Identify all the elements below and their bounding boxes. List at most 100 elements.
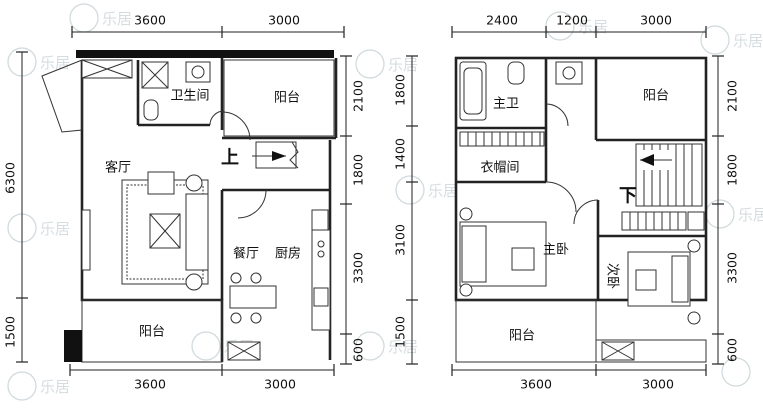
bedside-lamp xyxy=(459,207,473,221)
dim-label: 600 xyxy=(725,338,740,362)
wash-basin xyxy=(185,61,211,83)
stair-label-up: 上 xyxy=(221,148,239,169)
left-bottom-dimensions: 3600 3000 xyxy=(69,364,335,392)
left-floor-plan: 3600 3000 3600 3000 6300 1500 xyxy=(3,13,366,392)
bedside-lamp xyxy=(459,283,473,297)
right-bottom-dimensions: 3600 3000 xyxy=(451,364,707,392)
room-label-balcony-bottom: 阳台 xyxy=(139,325,165,340)
svg-text:乐居: 乐居 xyxy=(738,206,763,224)
leju-watermark-logo: 乐居 xyxy=(7,213,70,243)
leju-watermark-logo: 乐居 xyxy=(700,25,763,55)
dim-label: 3600 xyxy=(134,13,166,28)
column-block xyxy=(64,330,82,362)
room-label-balcony-bottom-right: 阳台 xyxy=(509,329,535,344)
door-swing xyxy=(221,111,251,141)
balcony-top-left xyxy=(223,59,335,137)
svg-text:乐居: 乐居 xyxy=(388,338,418,356)
top-wall xyxy=(76,50,334,58)
armchair xyxy=(147,171,175,195)
room-label-balcony-top: 阳台 xyxy=(274,91,300,106)
left-side-dimensions: 6300 1500 xyxy=(3,51,28,363)
room-label-living: 客厅 xyxy=(105,160,131,176)
stair-label-down: 下 xyxy=(619,186,637,207)
dim-label: 1200 xyxy=(556,13,588,28)
bedside-lamp xyxy=(687,311,701,325)
dim-label: 1400 xyxy=(393,138,408,170)
door-swing xyxy=(237,189,267,219)
door-swing xyxy=(545,103,569,127)
master-bedroom-furniture xyxy=(459,207,547,297)
bedside-lamp xyxy=(687,239,701,253)
door-swing xyxy=(209,110,225,126)
dim-label: 1800 xyxy=(393,74,408,106)
room-label-kitchen: 厨房 xyxy=(275,246,301,262)
dim-label: 3000 xyxy=(640,13,672,28)
dim-label: 3000 xyxy=(642,377,674,392)
bathtub xyxy=(459,61,487,121)
left-right-dimensions: 2100 1800 3300 600 xyxy=(340,55,366,365)
dim-label: 1800 xyxy=(351,154,366,186)
second-bedroom-furniture xyxy=(627,239,701,325)
svg-text:乐居: 乐居 xyxy=(428,182,458,200)
toilet-icon xyxy=(143,99,159,121)
floor-lamp xyxy=(185,273,203,291)
living-room-furniture xyxy=(81,171,209,291)
closet-shelves xyxy=(459,131,545,147)
floor-lamp xyxy=(185,174,203,192)
dim-label: 1500 xyxy=(393,316,408,348)
leju-watermark-logo: 乐居 xyxy=(355,49,418,79)
left-top-dimensions: 3600 3000 xyxy=(71,13,345,38)
room-label-master-bath: 主卫 xyxy=(493,97,519,112)
dim-label: 3300 xyxy=(351,252,366,284)
stair-up-arrow xyxy=(252,141,299,169)
master-bath-fixtures xyxy=(459,61,583,121)
dim-label: 3100 xyxy=(393,224,408,256)
tv-cabinet xyxy=(81,209,91,271)
dining-furniture xyxy=(229,272,277,324)
toilet-icon xyxy=(507,61,525,85)
kitchen-counter xyxy=(311,229,331,331)
dim-label: 1500 xyxy=(3,316,18,348)
sofa xyxy=(185,193,209,271)
dim-label: 2100 xyxy=(351,80,366,112)
leju-watermark-logo: 乐居 xyxy=(355,331,418,361)
right-left-dimensions: 1800 1400 3100 1500 xyxy=(393,55,418,365)
svg-text:乐居: 乐居 xyxy=(388,56,418,74)
door-swing xyxy=(573,199,599,225)
bathroom-fixtures xyxy=(141,61,211,121)
svg-text:乐居: 乐居 xyxy=(40,54,70,72)
dim-label: 1800 xyxy=(725,154,740,186)
right-walls xyxy=(454,56,708,363)
room-label-bathroom: 卫生间 xyxy=(170,89,209,104)
dim-label: 6300 xyxy=(3,162,18,194)
wash-basin xyxy=(555,61,583,85)
leju-watermark-logo: 乐居 xyxy=(7,371,70,401)
staircase xyxy=(621,143,705,231)
dim-label: 3000 xyxy=(268,13,300,28)
dim-label: 3600 xyxy=(520,377,552,392)
dim-label: 3000 xyxy=(264,377,296,392)
dim-label: 2100 xyxy=(725,80,740,112)
balcony-bottom-right-plan xyxy=(455,299,597,363)
dim-label: 2400 xyxy=(486,13,518,28)
room-label-closet: 衣帽间 xyxy=(480,160,519,176)
leju-watermark-logo: 乐居 xyxy=(395,175,458,205)
svg-text:乐居: 乐居 xyxy=(102,10,132,28)
svg-text:乐居: 乐居 xyxy=(40,378,70,396)
room-label-master-bed: 主卧 xyxy=(543,243,569,258)
room-label-balcony-top-right: 阳台 xyxy=(643,89,669,104)
fridge xyxy=(311,209,329,231)
leju-watermark-logo: 乐居 xyxy=(69,3,132,33)
leju-watermark-logo xyxy=(721,357,751,387)
svg-text:乐居: 乐居 xyxy=(40,220,70,238)
right-floor-plan: 2400 1200 3000 3600 3000 1800 1400 3100 … xyxy=(393,13,740,392)
entrance-porch xyxy=(41,59,83,133)
door-swing xyxy=(545,181,577,213)
dim-label: 600 xyxy=(351,338,366,362)
dim-label: 3300 xyxy=(725,252,740,284)
right-right-dimensions: 2100 1800 3300 600 xyxy=(712,55,740,365)
room-label-second-bed: 次卧 xyxy=(605,263,621,289)
room-label-dining: 餐厅 xyxy=(233,246,259,262)
svg-text:乐居: 乐居 xyxy=(733,32,763,50)
